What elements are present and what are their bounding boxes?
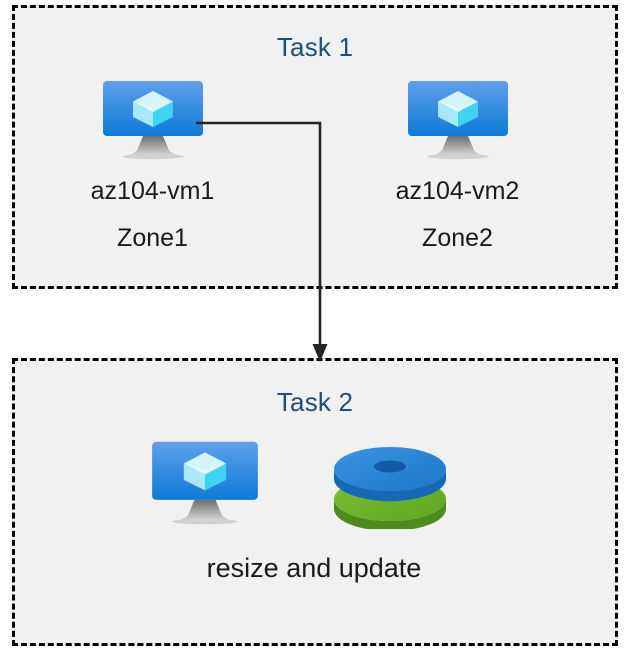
node-az104-vm1-caption-line2: Zone1 bbox=[117, 224, 188, 252]
node-az104-vm1-caption-line1: az104-vm1 bbox=[90, 177, 215, 205]
azure-virtual-machine-icon bbox=[152, 441, 258, 525]
node-az104-vm2-caption-line1: az104-vm2 bbox=[395, 177, 520, 205]
azure-virtual-machine-icon bbox=[102, 81, 203, 160]
task-2-caption: resize and update bbox=[206, 553, 422, 583]
task-2-group-box[interactable]: Task 2 bbox=[12, 358, 618, 646]
node-managed-disks[interactable] bbox=[331, 443, 449, 531]
task-1-title: Task 1 bbox=[276, 32, 354, 62]
node-az104-vm2[interactable]: az104-vm2 Zone2 bbox=[360, 80, 555, 254]
node-az104-vm1[interactable]: az104-vm1 Zone1 bbox=[55, 80, 250, 254]
node-task2-vm[interactable] bbox=[150, 440, 260, 526]
azure-managed-disks-icon bbox=[334, 447, 446, 531]
azure-virtual-machine-icon bbox=[407, 81, 508, 160]
node-az104-vm2-caption-line2: Zone2 bbox=[422, 224, 493, 252]
task-2-title: Task 2 bbox=[276, 387, 354, 417]
